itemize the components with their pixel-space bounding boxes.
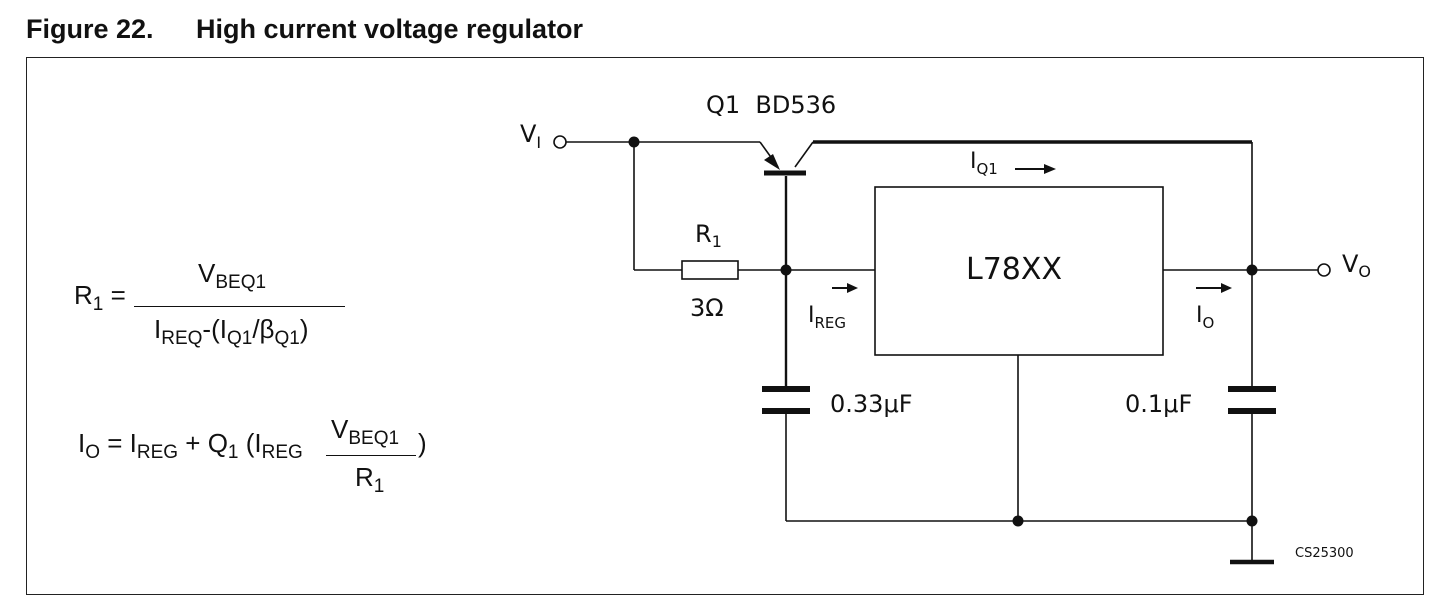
- figure-number: Figure 22.: [26, 14, 154, 44]
- io-frac-num-main: V: [331, 414, 349, 444]
- io-rhs-a: = I: [100, 428, 137, 458]
- formula-r1: R1 =: [74, 280, 126, 316]
- emitter-arrow: [764, 154, 780, 170]
- figure-caption: Figure 22. High current voltage regulator: [26, 14, 583, 45]
- input-label: VI: [520, 120, 541, 152]
- io-frac-num-sub: BEQ1: [348, 428, 400, 449]
- cin-value: 0.33μF: [830, 390, 913, 418]
- r1-den-c-sub: Q1: [274, 328, 300, 349]
- io-arrow-head: [1221, 283, 1232, 293]
- resistor-value: 3Ω: [690, 294, 724, 322]
- io-fraction-numerator: VBEQ1: [331, 414, 399, 450]
- resistor-r1: [681, 260, 739, 280]
- resistor-label: R1: [695, 220, 722, 251]
- r1-numerator: VBEQ1: [198, 258, 266, 294]
- regulator-block: [874, 186, 1164, 356]
- io-rhs-a-sub: REG: [136, 442, 179, 463]
- r1-den-b: -(I: [202, 314, 227, 344]
- io-rhs-c-sub: REG: [261, 442, 303, 463]
- cout-value: 0.1μF: [1125, 390, 1192, 418]
- r1-lhs: R: [74, 280, 93, 310]
- junction-ground-mid: [1012, 515, 1024, 527]
- r1-den-c: /β: [252, 314, 275, 344]
- r1-lhs-sub: 1: [92, 294, 104, 315]
- output-label: VO: [1342, 250, 1371, 281]
- junction-ground-right: [1246, 515, 1258, 527]
- r1-den-d: ): [299, 314, 309, 344]
- io-fraction-bar: [326, 455, 416, 456]
- ireg-arrow-head: [847, 283, 858, 293]
- figure-frame: [26, 57, 1424, 595]
- io-close: ): [418, 428, 427, 458]
- output-terminal: [1317, 263, 1331, 277]
- transistor-collector: [794, 141, 814, 168]
- figure-title: High current voltage regulator: [196, 14, 584, 44]
- io-frac-den-main: R: [355, 462, 374, 492]
- io-frac-den-sub: 1: [373, 476, 385, 497]
- r1-fraction-bar: [134, 306, 345, 307]
- iq1-arrow-head: [1044, 164, 1056, 174]
- r1-equals: =: [110, 280, 126, 310]
- junction-output: [1246, 264, 1258, 276]
- r1-num-sub: BEQ1: [215, 272, 267, 293]
- formula-io: IO = IREG + Q1 (IREG: [78, 428, 303, 464]
- ireg-label: IREG: [808, 303, 846, 332]
- junction-input: [628, 136, 640, 148]
- transistor-label: Q1 BD536: [706, 91, 836, 119]
- io-close-paren: ): [418, 428, 427, 459]
- iq1-label: IQ1: [970, 149, 998, 178]
- r1-den-a-sub: REQ: [161, 328, 203, 349]
- io-rhs-b: + Q: [178, 428, 228, 458]
- regulator-label: L78XX: [966, 252, 1062, 287]
- io-rhs-c: (I: [238, 428, 262, 458]
- r1-denominator: IREQ-(IQ1/βQ1): [154, 314, 309, 350]
- r1-den-a: I: [154, 314, 162, 344]
- io-rhs-b-sub: 1: [227, 442, 239, 463]
- io-current-label: IO: [1196, 303, 1214, 332]
- r1-num-main: V: [198, 258, 216, 288]
- r1-den-b-sub: Q1: [226, 328, 253, 349]
- input-terminal: [553, 135, 567, 149]
- io-lhs: I: [78, 428, 86, 458]
- figure-code: CS25300: [1295, 546, 1354, 561]
- io-lhs-sub: O: [85, 442, 101, 463]
- io-fraction-denominator: R1: [355, 462, 384, 498]
- junction-base: [780, 264, 792, 276]
